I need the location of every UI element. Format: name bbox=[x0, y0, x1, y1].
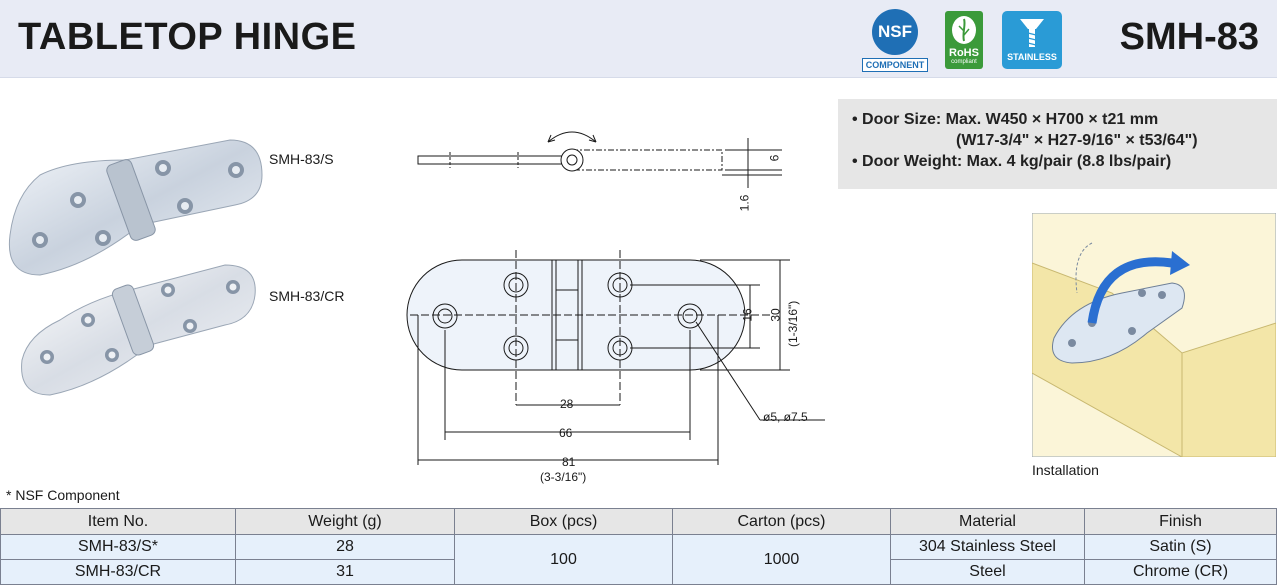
row2-finish: Chrome (CR) bbox=[1084, 559, 1277, 585]
door-size-imperial: (W17-3/4" × H27-9/16" × t53/64") bbox=[956, 132, 1198, 149]
stainless-caption: STAINLESS bbox=[1007, 52, 1057, 62]
row1-weight: 28 bbox=[235, 534, 455, 560]
dim-30: 30 bbox=[768, 308, 783, 322]
col-item-no: Item No. bbox=[0, 508, 236, 535]
dim-81: 81 bbox=[562, 455, 576, 469]
photo-label-s: SMH-83/S bbox=[269, 151, 334, 167]
carton-qty: 1000 bbox=[672, 534, 891, 585]
nsf-logo-icon: NSF bbox=[872, 9, 918, 55]
table-row: SMH-83/S* 28 100 1000 304 Stainless Stee… bbox=[0, 534, 1277, 585]
row2-weight: 31 bbox=[235, 559, 455, 585]
row1-material: 304 Stainless Steel bbox=[890, 534, 1085, 560]
dim-1-6: 1.6 bbox=[737, 194, 752, 212]
technical-drawing bbox=[406, 131, 825, 465]
col-weight: Weight (g) bbox=[235, 508, 455, 535]
row2-item: SMH-83/CR bbox=[0, 559, 236, 585]
row1-finish: Satin (S) bbox=[1084, 534, 1277, 560]
dim-16: 16 bbox=[740, 308, 755, 322]
spec-table: Item No. Weight (g) Box (pcs) Carton (pc… bbox=[0, 508, 1277, 585]
page-title: TABLETOP HINGE bbox=[18, 16, 357, 58]
dim-28: 28 bbox=[560, 397, 574, 411]
dim-6: 6 bbox=[767, 154, 782, 162]
screw-icon bbox=[1020, 19, 1044, 47]
nsf-logo-text: NSF bbox=[878, 22, 912, 41]
col-finish: Finish bbox=[1084, 508, 1277, 535]
stainless-badge: STAINLESS bbox=[1002, 11, 1062, 69]
box-qty: 100 bbox=[454, 534, 673, 585]
installation-illustration bbox=[1032, 213, 1276, 457]
header-bar bbox=[0, 0, 1277, 78]
col-carton: Carton (pcs) bbox=[672, 508, 891, 535]
row2-material: Steel bbox=[890, 559, 1085, 585]
rohs-logo-text: RoHS bbox=[949, 47, 979, 59]
col-material: Material bbox=[890, 508, 1085, 535]
door-weight-spec: • Door Weight: Max. 4 kg/pair (8.8 lbs/p… bbox=[852, 153, 1172, 170]
nsf-note: * NSF Component bbox=[6, 487, 120, 503]
hinge-photo-cr bbox=[21, 264, 256, 396]
leaf-icon bbox=[952, 16, 976, 44]
table-row: SMH-83/CR 31 Steel Chrome (CR) bbox=[0, 559, 1277, 585]
table-header-row: Item No. Weight (g) Box (pcs) Carton (pc… bbox=[0, 508, 1277, 535]
row1-item: SMH-83/S* bbox=[0, 534, 236, 560]
hole-diameter-label: ø5, ø7.5 bbox=[763, 410, 808, 424]
door-size-spec: • Door Size: Max. W450 × H700 × t21 mm bbox=[852, 111, 1159, 128]
rotation-arrow-icon bbox=[1087, 257, 1173, 324]
nsf-caption: COMPONENT bbox=[862, 58, 928, 72]
rohs-badge: RoHS compliant bbox=[945, 11, 983, 69]
model-number: SMH-83 bbox=[1119, 16, 1259, 58]
spec-box: • Door Size: Max. W450 × H700 × t21 mm (… bbox=[838, 99, 1277, 189]
col-box: Box (pcs) bbox=[454, 508, 673, 535]
hinge-photos bbox=[8, 139, 263, 396]
hinge-photo-s bbox=[8, 139, 263, 276]
dim-81-imperial: (3-3/16") bbox=[540, 470, 587, 484]
installation-caption: Installation bbox=[1032, 462, 1099, 478]
photo-label-cr: SMH-83/CR bbox=[269, 288, 345, 304]
dim-66: 66 bbox=[559, 426, 573, 440]
rohs-sub-text: compliant bbox=[951, 59, 977, 65]
dim-30-imperial: (1-3/16") bbox=[786, 300, 800, 347]
nsf-badge: NSF COMPONENT bbox=[862, 9, 928, 72]
